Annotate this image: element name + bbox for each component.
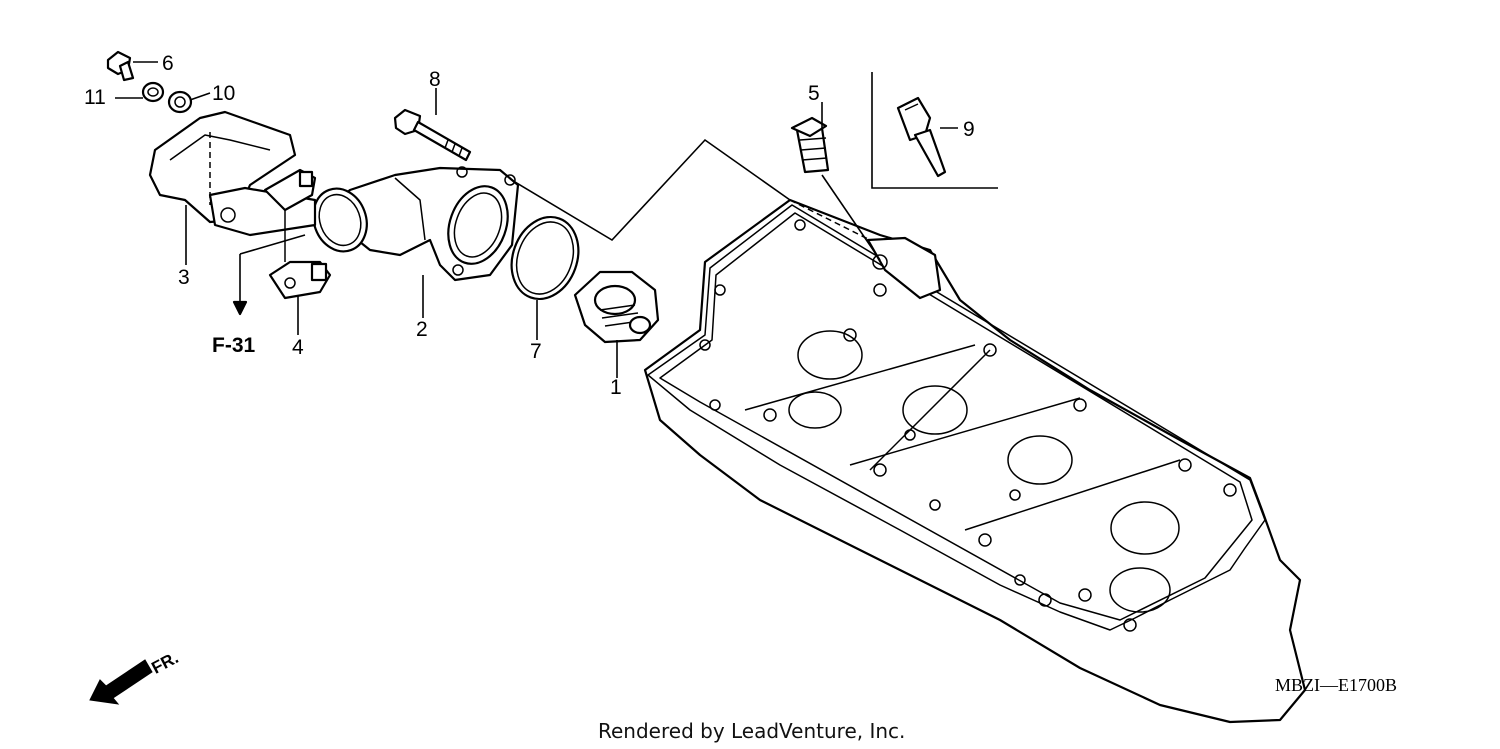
callout-2[interactable]: 2 [416,318,428,341]
part-2-housing[interactable] [305,166,520,282]
part-1-thermostat[interactable] [573,270,660,344]
part-3-cover[interactable] [148,110,317,237]
cylinder-head [643,198,1307,724]
part-8-bolt[interactable] [393,108,472,162]
callout-11[interactable]: 11 [84,86,106,109]
callout-3[interactable]: 3 [178,266,190,289]
callout-9[interactable]: 9 [963,118,975,141]
part-5-temp-sensor[interactable] [790,116,830,174]
callout-10[interactable]: 10 [212,82,235,105]
callout-4[interactable]: 4 [292,336,304,359]
part-11-collar[interactable] [141,81,165,103]
diagram-code: MBZI—E1700B [1275,675,1397,695]
callout-8[interactable]: 8 [429,68,441,91]
leader-bracket [494,138,791,242]
callout-7[interactable]: 7 [530,340,542,363]
leader-lines [115,61,958,378]
part-10-grommet[interactable] [167,90,193,114]
callout-5[interactable]: 5 [808,82,820,105]
part-6-bolt[interactable] [106,50,135,82]
leader-sensor [821,174,881,261]
front-label: FR. [148,648,181,678]
inset-frame [871,72,998,189]
callout-6[interactable]: 6 [162,52,174,75]
ref-label[interactable]: F-31 [212,334,256,357]
callout-1[interactable]: 1 [610,376,622,399]
credit-text: Rendered by LeadVenture, Inc. [598,719,905,743]
dashed-gasket-line [789,199,871,241]
part-9-sensor[interactable] [896,96,947,178]
part-4-bracket[interactable] [263,168,332,300]
part-7-o-ring[interactable] [501,208,590,309]
front-arrow-icon [89,659,153,705]
